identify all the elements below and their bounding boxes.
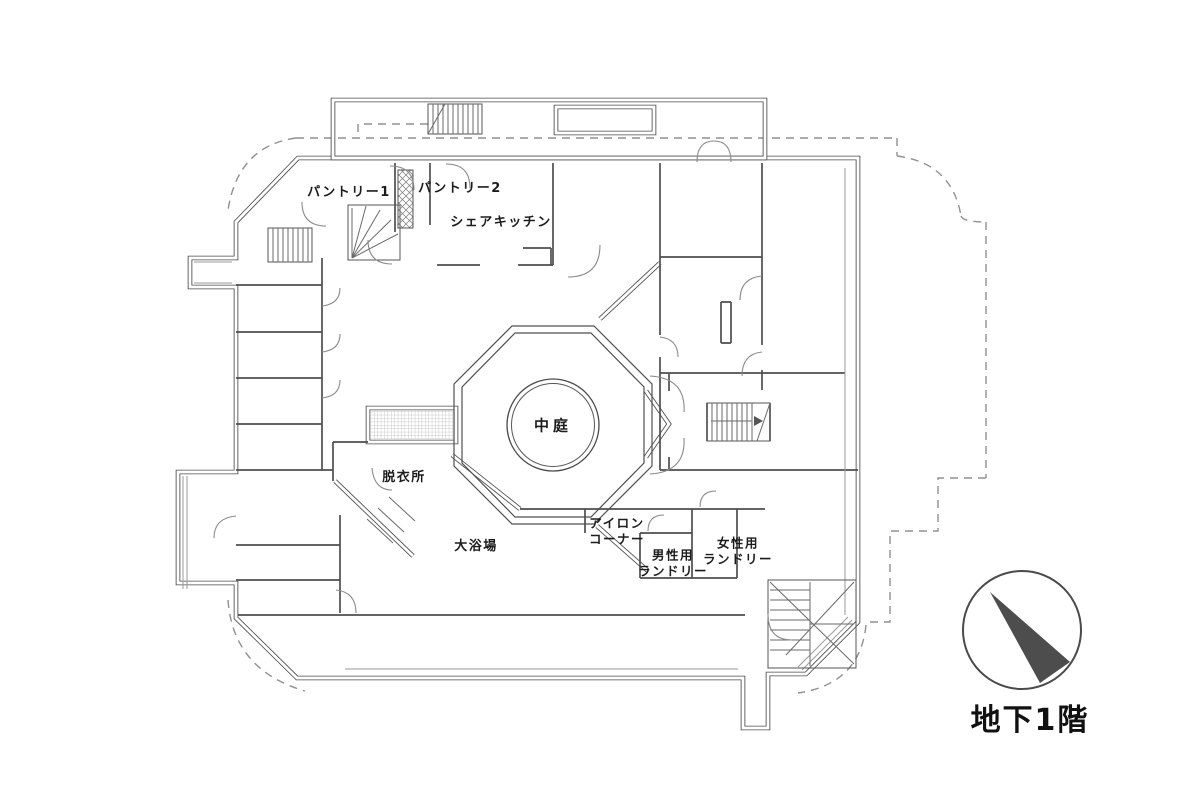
interior-walls bbox=[182, 163, 858, 671]
stair-bottom-right-winder bbox=[767, 579, 857, 669]
courtyard-octagon bbox=[453, 325, 653, 525]
compass-north-icon bbox=[962, 570, 1082, 690]
shaft-crosshatch bbox=[397, 169, 414, 229]
stair-top-left-run bbox=[267, 227, 313, 263]
room-label-courtyard: 中庭 bbox=[533, 416, 573, 435]
room-label-womens-laundry: 女性用 ランドリー bbox=[702, 535, 774, 566]
stair-top-left-winder bbox=[347, 204, 401, 261]
room-label-large-bath: 大浴場 bbox=[454, 538, 498, 554]
room-label-mens-laundry: 男性用 ランドリー bbox=[637, 547, 709, 578]
room-label-iron-corner: アイロン コーナー bbox=[588, 515, 646, 546]
site-boundary-dashed bbox=[227, 123, 987, 694]
stair-direction-arrow bbox=[754, 416, 763, 426]
compass-needle bbox=[990, 592, 1070, 683]
stair-right-center bbox=[706, 402, 771, 442]
courtyard-circle bbox=[506, 378, 600, 472]
courtyard-walkway-hatch bbox=[365, 405, 459, 445]
room-label-pantry2: パントリー2 bbox=[418, 180, 502, 196]
stair-top-center bbox=[427, 103, 483, 135]
building-outline bbox=[175, 97, 861, 731]
room-label-dressing-room: 脱衣所 bbox=[382, 469, 426, 485]
door-arcs bbox=[213, 140, 793, 641]
room-label-share-kitchen: シェアキッチン bbox=[450, 214, 552, 230]
room-label-pantry1: パントリー1 bbox=[307, 184, 391, 200]
floor-title: 地下1階 bbox=[970, 703, 1090, 738]
